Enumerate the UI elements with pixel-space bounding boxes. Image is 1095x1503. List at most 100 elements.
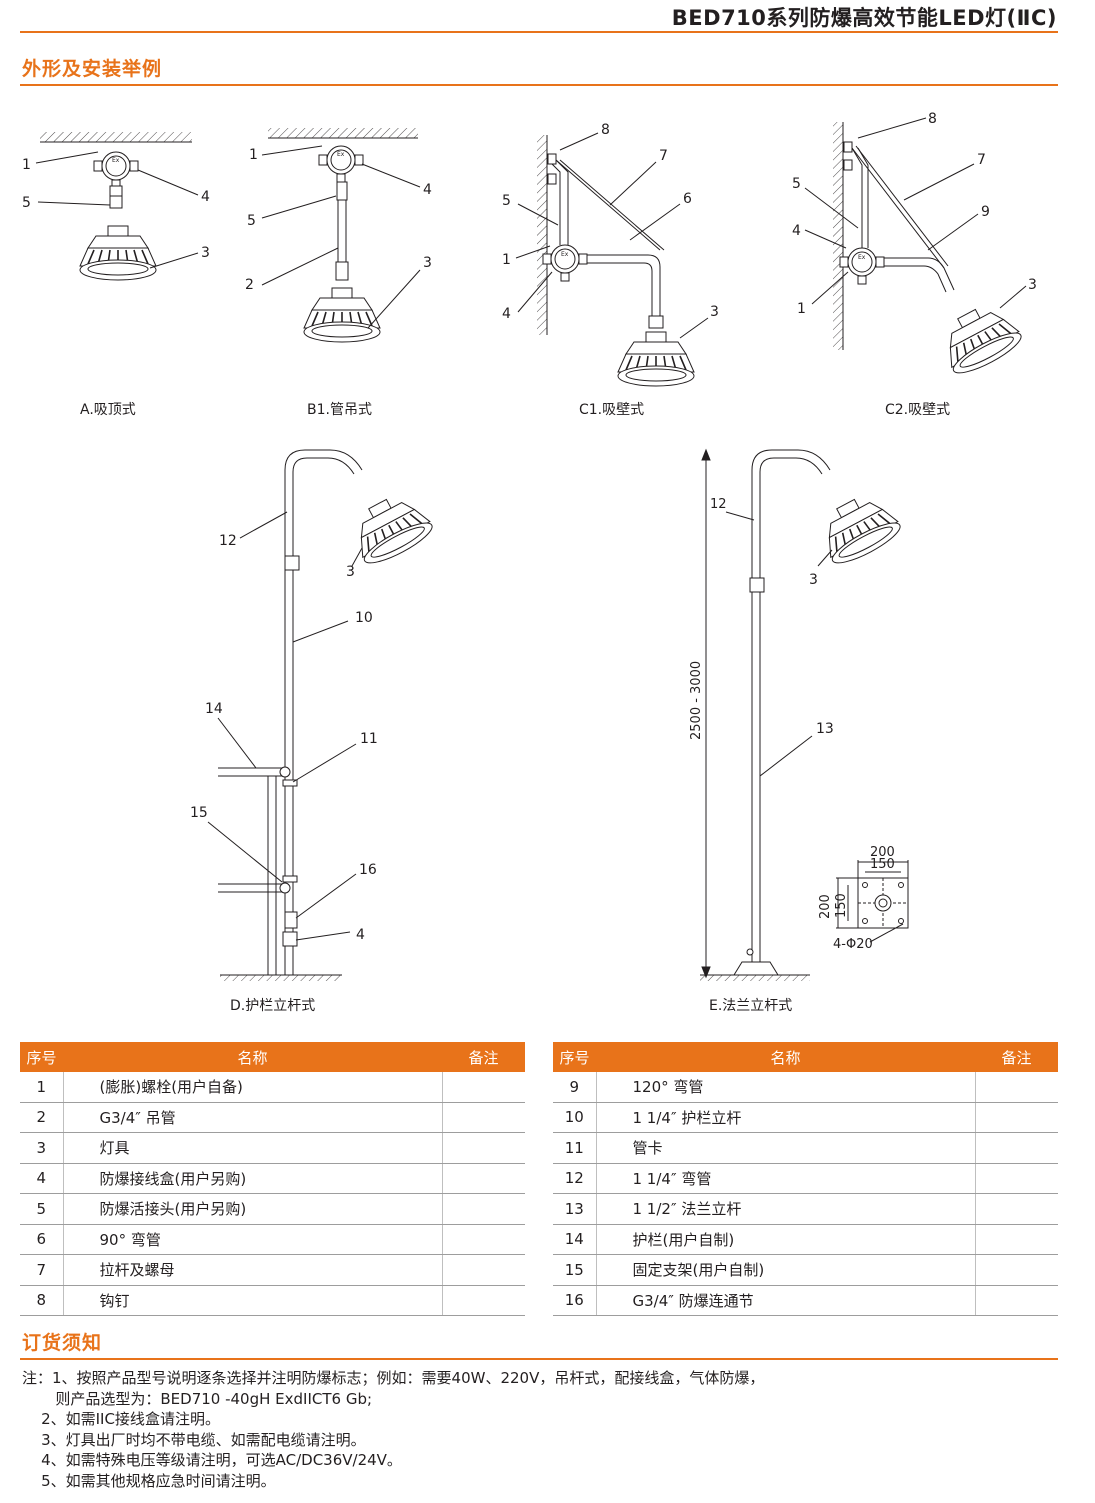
part-no: 14 — [553, 1224, 597, 1255]
part-name: 防爆活接头(用户另购) — [63, 1193, 443, 1225]
part-no: 3 — [20, 1132, 64, 1164]
part-name: 护栏(用户自制) — [596, 1224, 976, 1255]
part-name: 防爆接线盒(用户另购) — [63, 1163, 443, 1194]
part-name: 固定支架(用户自制) — [596, 1254, 976, 1286]
svg-text:1: 1 — [22, 157, 31, 173]
drawing-a-ceiling-mount: Ex 1 5 4 3 — [22, 132, 210, 281]
part-no: 9 — [553, 1072, 597, 1103]
part-remark — [442, 1132, 525, 1164]
title-rule — [20, 31, 1058, 33]
installation-drawings: Ex 1 5 4 3 Ex 1 5 4 2 3 Ex — [22, 111, 1037, 981]
svg-text:1: 1 — [797, 301, 806, 317]
svg-text:1: 1 — [502, 252, 511, 268]
svg-text:4: 4 — [423, 182, 432, 198]
part-remark — [442, 1254, 525, 1286]
part-no: 6 — [20, 1224, 64, 1255]
page-title: BED710系列防爆高效节能LED灯(ⅡC) — [671, 6, 1057, 30]
col-header-remark: 备注 — [442, 1042, 525, 1072]
col-header-name: 名称 — [63, 1042, 442, 1072]
svg-text:6: 6 — [683, 191, 692, 207]
part-name: 1 1/2″ 法兰立杆 — [596, 1193, 976, 1225]
dimension-height-200: 200 — [818, 894, 833, 919]
note-line: 则产品选型为：BED710 -40gH ExdIICT6 Gb; — [22, 1389, 373, 1408]
part-remark — [442, 1072, 525, 1103]
part-remark — [975, 1285, 1058, 1316]
table-row: 1(膨胀)螺栓(用户自备) — [20, 1072, 525, 1103]
part-no: 7 — [20, 1254, 64, 1286]
part-name: 灯具 — [63, 1132, 443, 1164]
svg-text:3: 3 — [809, 572, 818, 588]
part-remark — [442, 1193, 525, 1225]
col-header-no: 序号 — [553, 1042, 596, 1072]
dimension-height: 2500 - 3000 — [689, 660, 704, 740]
drawing-d-guardrail-pole: 12 3 10 14 11 15 16 4 — [190, 449, 438, 981]
svg-text:4: 4 — [201, 189, 210, 205]
svg-text:14: 14 — [205, 701, 223, 717]
part-remark — [975, 1102, 1058, 1133]
svg-text:7: 7 — [659, 148, 668, 164]
svg-text:5: 5 — [792, 176, 801, 192]
section-rule-order — [20, 1358, 1058, 1360]
svg-text:2: 2 — [245, 277, 254, 293]
part-name: 管卡 — [596, 1132, 976, 1164]
svg-text:3: 3 — [710, 304, 719, 320]
part-name: 钩钉 — [63, 1285, 443, 1316]
svg-text:5: 5 — [22, 195, 31, 211]
part-no: 1 — [20, 1072, 64, 1103]
section-title-install: 外形及安装举例 — [22, 58, 163, 80]
part-no: 5 — [20, 1193, 64, 1225]
note-line: 4、如需特殊电压等级请注明，可选AC/DC36V/24V。 — [22, 1451, 402, 1469]
part-name: 1 1/4″ 弯管 — [596, 1163, 976, 1194]
svg-text:13: 13 — [816, 721, 834, 737]
drawing-c2-wall-mount: Ex 8 7 9 5 4 1 3 — [792, 111, 1037, 381]
part-no: 16 — [553, 1285, 597, 1316]
svg-text:Ex: Ex — [112, 157, 120, 164]
part-no: 8 — [20, 1285, 64, 1316]
part-no: 12 — [553, 1163, 597, 1194]
part-name: 1 1/4″ 护栏立杆 — [596, 1102, 976, 1133]
part-no: 4 — [20, 1163, 64, 1194]
part-remark — [975, 1132, 1058, 1164]
section-title-order: 订货须知 — [22, 1332, 103, 1354]
part-remark — [975, 1163, 1058, 1194]
svg-text:9: 9 — [981, 204, 990, 220]
svg-text:7: 7 — [977, 152, 986, 168]
svg-text:16: 16 — [359, 862, 377, 878]
svg-text:11: 11 — [360, 731, 378, 747]
col-header-remark: 备注 — [975, 1042, 1058, 1072]
part-remark — [975, 1193, 1058, 1225]
caption-d: D.护栏立杆式 — [230, 998, 316, 1014]
svg-text:15: 15 — [190, 805, 208, 821]
col-header-name: 名称 — [596, 1042, 975, 1072]
part-remark — [975, 1224, 1058, 1255]
part-name: (膨胀)螺栓(用户自备) — [63, 1072, 443, 1103]
part-remark — [442, 1224, 525, 1255]
svg-text:3: 3 — [201, 245, 210, 261]
part-remark — [975, 1254, 1058, 1286]
svg-text:3: 3 — [1028, 277, 1037, 293]
svg-text:12: 12 — [710, 497, 727, 512]
svg-text:4: 4 — [356, 927, 365, 943]
svg-text:5: 5 — [502, 193, 511, 209]
svg-text:5: 5 — [247, 213, 256, 229]
part-name: 120° 弯管 — [596, 1072, 976, 1103]
part-no: 2 — [20, 1102, 64, 1133]
drawing-e-flange-pole: 12 3 13 — [700, 448, 909, 981]
svg-text:3: 3 — [346, 564, 355, 580]
svg-text:4: 4 — [502, 306, 511, 322]
